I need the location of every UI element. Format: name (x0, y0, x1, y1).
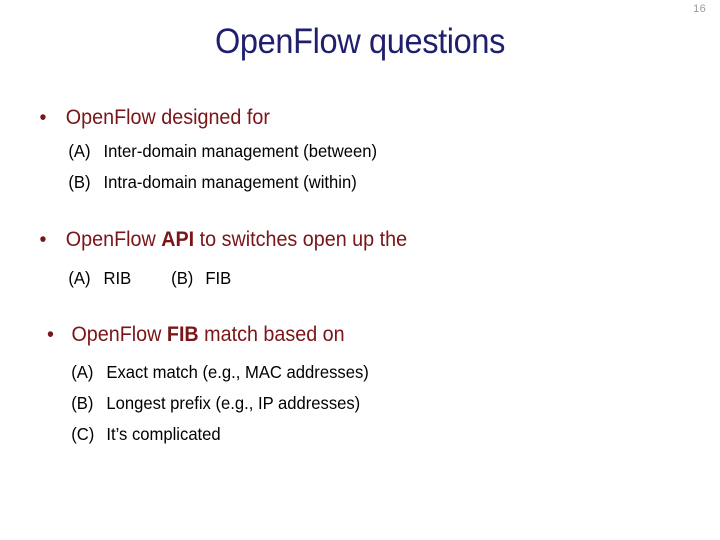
sub-item-text-3b: Longest prefix (e.g., IP addresses) (106, 393, 361, 413)
sub-item-label-1b: (B) (68, 172, 91, 192)
bullet-text-3-post: match based on (198, 323, 345, 346)
sub-item-1a[interactable]: (A) Inter-domain management (between) (0, 136, 684, 167)
sub-item-text-3a: Exact match (e.g., MAC addresses) (106, 362, 369, 382)
bullet-text-1-pre: OpenFlow designed for (65, 106, 270, 129)
sub-item-2-pair[interactable]: (A) RIB (B) FIB (0, 263, 684, 294)
page-title: OpenFlow questions (214, 22, 506, 61)
sub-item-1b[interactable]: (B) Intra-domain management (within) (0, 167, 684, 198)
question-block-3: • OpenFlow FIB match based on (A) Exact ma… (0, 321, 720, 450)
sub-item-text-2a: RIB (103, 268, 132, 288)
sub-list-2: (A) RIB (B) FIB (0, 263, 720, 294)
sub-list-1: (A) Inter-domain management (between) (B)… (0, 136, 720, 198)
sub-list-3: (A) Exact match (e.g., MAC addresses) (B)… (0, 357, 720, 450)
bullet-dot-icon: • (39, 228, 47, 251)
sub-item-label-3c: (C) (71, 424, 95, 444)
sub-item-text-2b: FIB (205, 268, 232, 288)
slide-body: • OpenFlow designed for (A) Inter-domain … (0, 104, 720, 450)
sub-item-text-1b: Intra-domain management (within) (103, 172, 357, 192)
page-number: 16 (693, 3, 706, 15)
bullet-text-2-pre: OpenFlow (65, 228, 162, 251)
bullet-dot-icon: • (47, 323, 54, 346)
bullet-term-3-bold: FIB (166, 323, 199, 346)
bullet-line-1: • OpenFlow designed for (0, 104, 677, 132)
question-block-1: • OpenFlow designed for (A) Inter-domain … (0, 104, 720, 198)
sub-item-label-1a: (A) (68, 141, 91, 161)
sub-item-3b[interactable]: (B) Longest prefix (e.g., IP addresses) (0, 388, 684, 419)
sub-item-label-3a: (A) (71, 362, 94, 382)
sub-item-label-3b: (B) (71, 393, 94, 413)
bullet-dot-icon: • (39, 106, 47, 129)
bullet-line-2: • OpenFlow API to switches open up the (0, 226, 677, 254)
bullet-line-3: • OpenFlow FIB match based on (0, 321, 677, 349)
bullet-term-2-bold: API (161, 228, 195, 251)
bullet-text-3-pre: OpenFlow (71, 323, 167, 346)
bullet-text-2-post: to switches open up the (194, 228, 408, 251)
sub-item-3c[interactable]: (C) It’s complicated (0, 419, 684, 450)
sub-item-text-3c: It’s complicated (106, 424, 221, 444)
sub-item-3a[interactable]: (A) Exact match (e.g., MAC addresses) (0, 357, 684, 388)
sub-item-label-2b: (B) (171, 268, 194, 288)
sub-item-label-2a: (A) (68, 268, 91, 288)
question-block-2: • OpenFlow API to switches open up the (A… (0, 226, 720, 294)
sub-item-text-1a: Inter-domain management (between) (103, 141, 378, 161)
